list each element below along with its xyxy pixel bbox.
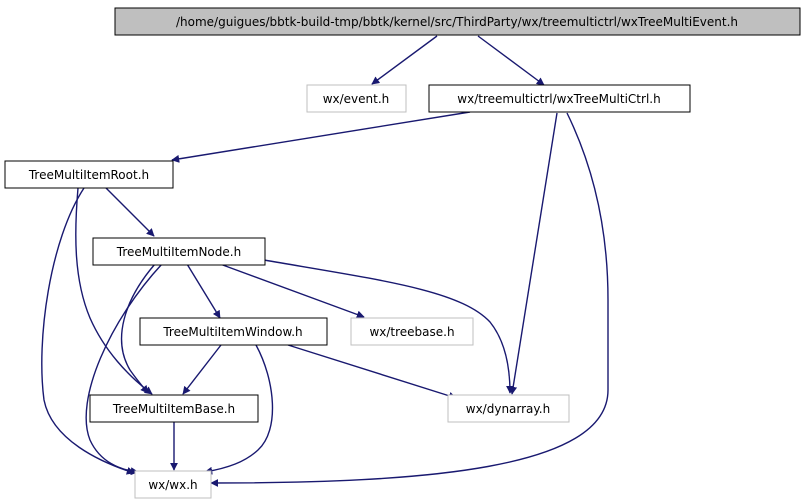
node-wx-treemultictrl-label: wx/treemultictrl/wxTreeMultiCtrl.h: [457, 92, 660, 106]
node-wx-treebase[interactable]: wx/treebase.h: [350, 317, 474, 346]
edge-root-to-wxtreemultictrl: [477, 35, 545, 86]
edge-treemultiitemwindow-to-wx-h: [204, 344, 274, 475]
edge-treemultiitemnode-to-dynarray: [263, 259, 514, 394]
edge-treemultiitemroot-to-wx-h: [41, 187, 135, 475]
node-wx-event[interactable]: wx/event.h: [306, 84, 407, 113]
node-root-label: /home/guigues/bbtk-build-tmp/bbtk/kernel…: [176, 15, 738, 29]
node-treemultiitemnode-label: TreeMultiItemNode.h: [116, 245, 241, 259]
edge-treemultiitemwindow-to-dynarray: [287, 344, 457, 400]
node-wx-event-label: wx/event.h: [323, 92, 390, 106]
node-treemultiitemroot[interactable]: TreeMultiItemRoot.h: [4, 160, 174, 189]
node-root-header[interactable]: /home/guigues/bbtk-build-tmp/bbtk/kernel…: [114, 7, 801, 36]
node-wx-wx[interactable]: wx/wx.h: [134, 470, 212, 499]
node-treemultiitemwindow[interactable]: TreeMultiItemWindow.h: [139, 317, 328, 346]
node-wx-dynarray[interactable]: wx/dynarray.h: [447, 394, 570, 423]
node-wx-treebase-label: wx/treebase.h: [369, 325, 454, 339]
node-treemultiitembase-label: TreeMultiItemBase.h: [112, 402, 235, 416]
edge-wxtreemultictrl-to-wx-h: [210, 112, 609, 487]
edge-wxtreemultictrl-to-dynarray: [509, 112, 558, 395]
edge-treemultiitemroot-to-treemultiitemnode: [105, 187, 155, 237]
node-wx-treemultictrl[interactable]: wx/treemultictrl/wxTreeMultiCtrl.h: [428, 84, 691, 113]
edge-treemultiitemroot-to-treemultiitembase: [75, 187, 153, 395]
node-treemultiitembase[interactable]: TreeMultiItemBase.h: [89, 394, 259, 423]
edge-treemultiitemnode-to-treemultiitemwindow: [186, 263, 221, 319]
node-treemultiitemnode[interactable]: TreeMultiItemNode.h: [92, 237, 266, 266]
edge-root-to-wx-event: [371, 35, 438, 85]
edge-wxtreemultictrl-to-treemultiitemroot: [171, 111, 471, 163]
edge-treemultiitemnode-to-treemultiitembase: [120, 263, 156, 394]
edge-treemultiitemnode-to-treebase: [219, 263, 365, 319]
node-wx-dynarray-label: wx/dynarray.h: [466, 402, 550, 416]
node-treemultiitemroot-label: TreeMultiItemRoot.h: [28, 168, 149, 182]
node-wx-wx-label: wx/wx.h: [148, 478, 197, 492]
node-treemultiitemwindow-label: TreeMultiItemWindow.h: [162, 325, 302, 339]
edge-treemultiitemnode-to-wx-h: [85, 263, 163, 476]
edge-treemultiitemwindow-to-treemultiitembase: [182, 344, 222, 395]
